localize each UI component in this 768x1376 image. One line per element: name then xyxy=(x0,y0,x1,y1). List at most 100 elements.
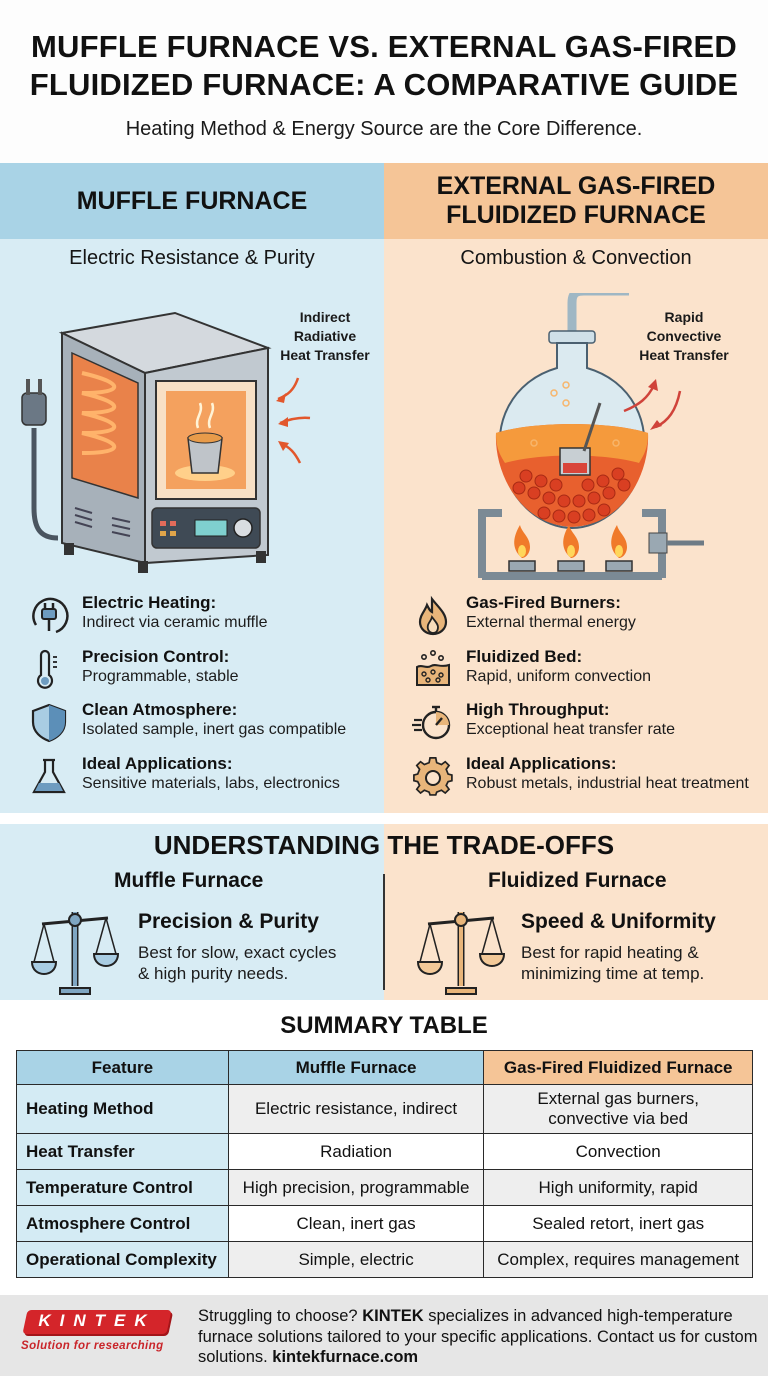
tradeoffs-left-bg xyxy=(0,824,384,1000)
tradeoffs-muffle-heading: Precision & Purity xyxy=(138,910,319,933)
callout-line: Indirect xyxy=(299,309,351,325)
desc-line: Best for slow, exact cycles xyxy=(138,943,337,962)
feature-fluidized-bed: Fluidized Bed: Rapid, uniform convection xyxy=(412,647,762,701)
thermometer-icon xyxy=(36,649,57,689)
logo-tagline: Solution for researching xyxy=(21,1340,164,1352)
tradeoffs-title: UNDERSTANDING THE TRADE-OFFS xyxy=(153,830,615,860)
plug-icon xyxy=(32,597,69,634)
feature-title: High Throughput: xyxy=(466,700,610,719)
column-header: Gas-Fired Fluidized Furnace xyxy=(483,1050,753,1085)
muffle-cell: Clean, inert gas xyxy=(227,1205,485,1242)
desc-line: & high purity needs. xyxy=(138,964,289,983)
muffle-title: MUFFLE FURNACE xyxy=(0,163,384,239)
fluidized-callout: Rapid Convective Heat Transfer xyxy=(629,308,739,365)
table-row: Temperature Control High precision, prog… xyxy=(16,1169,753,1206)
feature-title: Ideal Applications: xyxy=(466,753,617,773)
cell-line: External gas burners, xyxy=(537,1089,699,1108)
title-line-2: FLUIDIZED FURNACE: A COMPARATIVE GUIDE xyxy=(29,67,739,102)
muffle-subtitle: Electric Resistance & Purity xyxy=(69,247,315,269)
fluidized-cell: External gas burners, convective via bed xyxy=(483,1084,753,1134)
website-link[interactable]: kintekfurnace.com xyxy=(272,1348,419,1366)
feature-cell: Atmosphere Control xyxy=(16,1205,229,1242)
page-subtitle: Heating Method & Energy Source are the C… xyxy=(125,118,643,140)
callout-line: Convective xyxy=(646,328,722,344)
feature-title: Electric Heating: xyxy=(82,593,217,612)
tradeoffs-fluidized-heading: Speed & Uniformity xyxy=(521,910,716,933)
muffle-furnace-icon xyxy=(21,311,311,573)
desc-line: Best for rapid heating & xyxy=(521,943,699,962)
muffle-cell: Simple, electric xyxy=(227,1241,485,1278)
feature-gas-fired-burners: Gas-Fired Burners: External thermal ener… xyxy=(412,593,762,647)
footer: KINTEK Solution for researching Struggli… xyxy=(0,1295,768,1376)
feature-desc: External thermal energy xyxy=(466,614,636,631)
cta-text: Struggling to choose? xyxy=(198,1307,363,1325)
feature-clean-atmosphere: Clean Atmosphere: Isolated sample, inert… xyxy=(28,700,378,754)
fluidized-title-line-2: FLUIDIZED FURNACE xyxy=(446,201,706,229)
title-line-1: MUFFLE FURNACE VS. EXTERNAL GAS-FIRED xyxy=(30,29,738,64)
balance-scale-icon xyxy=(30,912,120,995)
feature-ideal-applications: Ideal Applications: Robust metals, indus… xyxy=(412,754,762,808)
balance-scale-icon xyxy=(416,912,506,995)
muffle-column: MUFFLE FURNACE Electric Resistance & Pur… xyxy=(0,163,384,813)
summary-title: SUMMARY TABLE xyxy=(280,1012,488,1039)
fluidized-cell: Sealed retort, inert gas xyxy=(483,1205,753,1242)
feature-title: Gas-Fired Burners: xyxy=(466,593,621,612)
feature-cell: Heat Transfer xyxy=(16,1133,229,1170)
muffle-furnace-illustration: Indirect Radiative Heat Transfer xyxy=(0,293,384,583)
column-header: Feature xyxy=(16,1050,229,1085)
callout-line: Heat Transfer xyxy=(639,347,729,363)
feature-desc: Indirect via ceramic muffle xyxy=(82,614,268,631)
feature-high-throughput: High Throughput: Exceptional heat transf… xyxy=(412,700,762,754)
feature-title: Precision Control: xyxy=(82,646,230,666)
bubbles-bed-icon xyxy=(416,649,450,686)
callout-line: Heat Transfer xyxy=(280,347,370,363)
footer-cta: Struggling to choose? KINTEK specializes… xyxy=(198,1306,758,1368)
flask-icon xyxy=(32,758,66,793)
page-title: MUFFLE FURNACE VS. EXTERNAL GAS-FIRED FL… xyxy=(0,28,768,104)
table-row: Heating Method Electric resistance, indi… xyxy=(16,1084,753,1134)
callout-line: Radiative xyxy=(293,328,357,344)
callout-line: Rapid xyxy=(664,309,704,325)
gear-icon xyxy=(413,756,453,796)
muffle-cell: Radiation xyxy=(227,1133,485,1170)
cta-brand: KINTEK xyxy=(362,1307,424,1325)
page-header: MUFFLE FURNACE VS. EXTERNAL GAS-FIRED FL… xyxy=(0,0,768,163)
column-header: Muffle Furnace xyxy=(227,1050,485,1085)
fluidized-cell: Complex, requires management xyxy=(483,1241,753,1278)
summary-table: Feature Muffle Furnace Gas-Fired Fluidiz… xyxy=(16,1050,753,1278)
logo-text: KINTEK xyxy=(38,1311,156,1330)
feature-desc: Exceptional heat transfer rate xyxy=(466,721,676,738)
feature-desc: Programmable, stable xyxy=(82,667,239,685)
shield-icon xyxy=(31,703,67,743)
muffle-cell: High precision, programmable xyxy=(227,1169,485,1206)
table-row: Heat Transfer Radiation Convection xyxy=(16,1133,753,1170)
tradeoffs-muffle-label: Muffle Furnace xyxy=(114,869,264,892)
feature-desc: Robust metals, industrial heat treatment xyxy=(466,774,749,792)
fluidized-furnace-illustration: Rapid Convective Heat Transfer xyxy=(384,286,768,583)
muffle-cell: Electric resistance, indirect xyxy=(227,1084,485,1134)
kintek-logo[interactable]: KINTEK Solution for researching xyxy=(21,1310,172,1362)
muffle-callout: Indirect Radiative Heat Transfer xyxy=(270,308,380,365)
fluidized-subtitle: Combustion & Convection xyxy=(460,247,692,269)
feature-cell: Operational Complexity xyxy=(16,1241,229,1278)
desc-line: minimizing time at temp. xyxy=(521,964,705,983)
feature-precision-control: Precision Control: Programmable, stable xyxy=(28,647,378,701)
tradeoffs-right-bg xyxy=(384,824,768,1000)
cta-text: specializes in advanced high-temperature… xyxy=(198,1307,758,1366)
feature-ideal-applications: Ideal Applications: Sensitive materials,… xyxy=(28,754,378,808)
feature-electric-heating: Electric Heating: Indirect via ceramic m… xyxy=(28,593,378,647)
flame-icon xyxy=(418,595,448,636)
feature-title: Ideal Applications: xyxy=(82,753,233,773)
cell-line: convective via bed xyxy=(548,1109,689,1128)
tradeoffs-divider xyxy=(383,874,385,990)
feature-title: Fluidized Bed: xyxy=(466,646,583,666)
feature-desc: Sensitive materials, labs, electronics xyxy=(82,774,340,792)
feature-cell: Heating Method xyxy=(16,1084,229,1134)
feature-title: Clean Atmosphere: xyxy=(82,700,238,719)
fluidized-title: EXTERNAL GAS-FIRED FLUIDIZED FURNACE xyxy=(384,163,768,239)
table-row: Operational Complexity Simple, electric … xyxy=(16,1241,753,1278)
stopwatch-icon xyxy=(412,705,451,740)
tradeoffs-muffle-desc: Best for slow, exact cycles & high purit… xyxy=(138,942,336,984)
fluidized-feature-list: Gas-Fired Burners: External thermal ener… xyxy=(412,593,762,807)
feature-desc: Rapid, uniform convection xyxy=(466,667,651,685)
